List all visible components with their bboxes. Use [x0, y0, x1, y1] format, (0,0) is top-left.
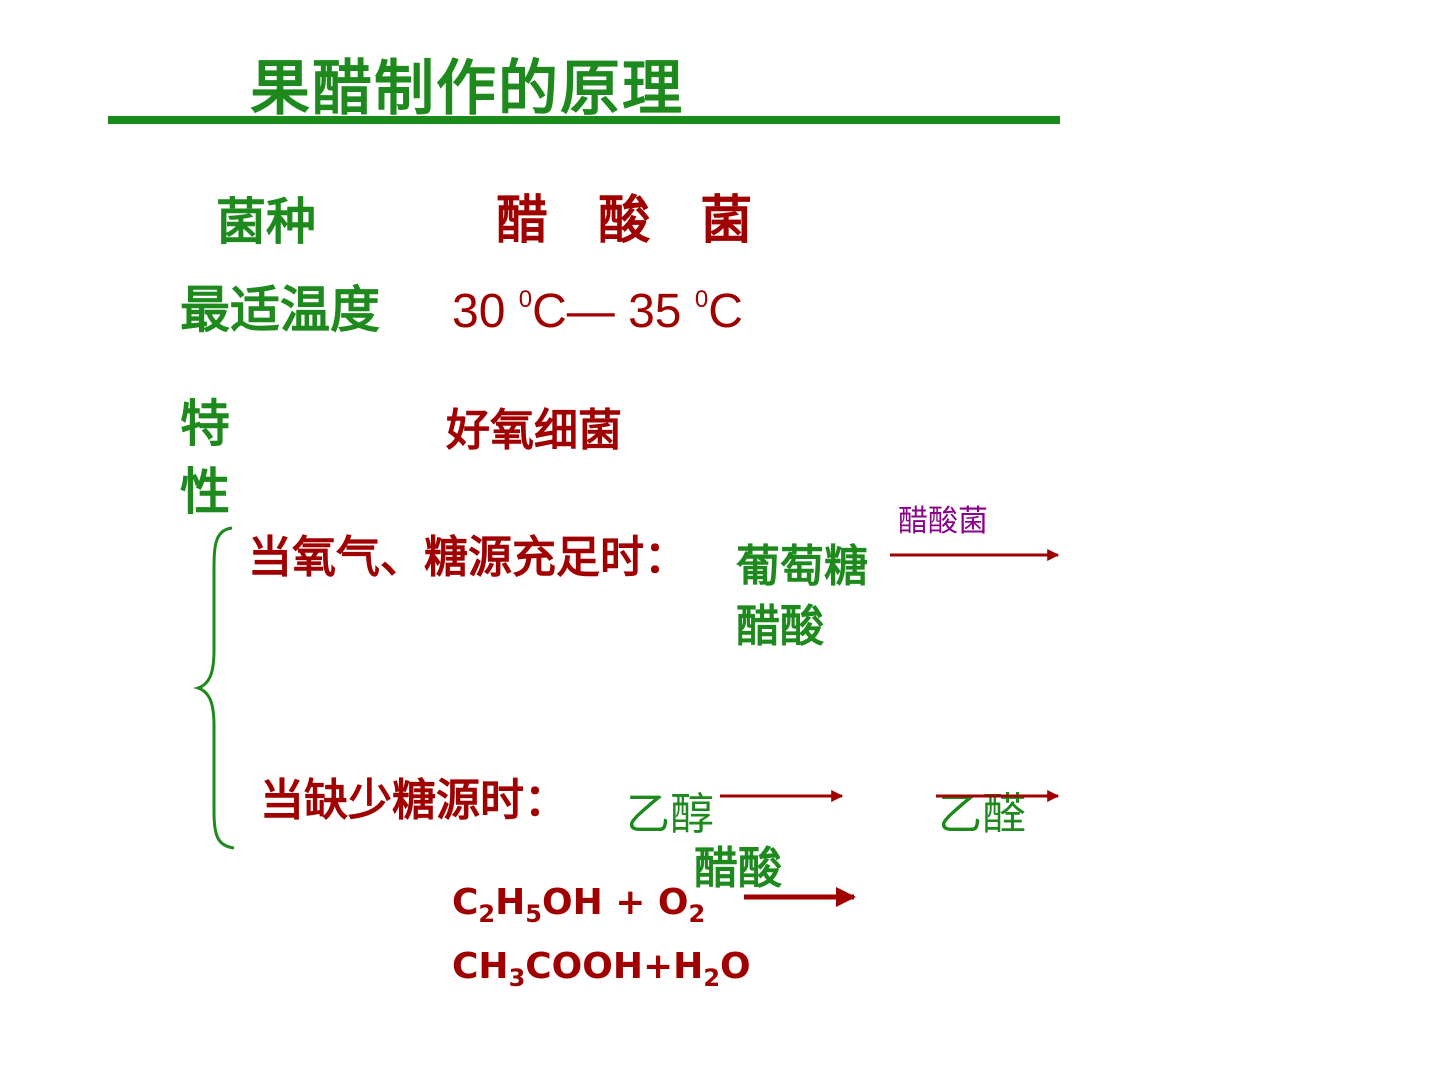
- feature-value: 好氧细菌: [446, 405, 622, 456]
- eq-rhs-t0: CH: [452, 946, 509, 987]
- temp-high: 35: [628, 285, 695, 338]
- reactant-ethanol: 乙醇: [626, 789, 714, 840]
- eq-lhs-s3: 5: [525, 900, 542, 928]
- condition-lacking-sugar: 当缺少糖源时：: [260, 775, 568, 826]
- eq-rhs-s3: 2: [703, 964, 721, 992]
- product-acetic-acid-1: 醋酸: [736, 601, 824, 652]
- eq-lhs-s1: 2: [478, 900, 496, 928]
- eq-lhs-t4: OH + O: [541, 882, 689, 923]
- temperature-value: 30 0C— 35 0C: [452, 284, 743, 339]
- eq-lhs-t2: H: [495, 882, 526, 923]
- curly-brace: [193, 526, 235, 850]
- page-title: 果醋制作的原理: [250, 54, 684, 124]
- equation-lhs: C2H5OH + O2: [452, 882, 705, 928]
- reactant-glucose: 葡萄糖: [736, 541, 868, 592]
- strain-label: 菌种: [216, 193, 316, 251]
- temp-dash: —: [566, 285, 629, 338]
- equation-rhs: CH3COOH+H2O: [452, 946, 751, 992]
- eq-lhs-t0: C: [452, 882, 479, 923]
- eq-rhs-s1: 3: [508, 964, 526, 992]
- eq-rhs-t2: COOH+H: [525, 946, 704, 987]
- temp-high-unit: C: [708, 285, 743, 338]
- temp-low-degree: 0: [518, 286, 533, 313]
- temp-low-unit: C: [532, 285, 567, 338]
- strain-value: 醋 酸 菌: [496, 191, 769, 251]
- eq-rhs-t4: O: [720, 946, 751, 987]
- temp-low: 30: [452, 285, 519, 338]
- eq-lhs-s5: 2: [688, 900, 706, 928]
- temperature-label: 最适温度: [180, 281, 380, 339]
- title-underline: [108, 116, 1060, 124]
- enzyme-label: 醋酸菌: [898, 504, 988, 539]
- product-acetic-acid-2: 醋酸: [694, 843, 782, 894]
- temp-high-degree: 0: [694, 286, 709, 313]
- feature-label: 特性: [180, 395, 230, 521]
- condition-sufficient: 当氧气、糖源充足时：: [248, 532, 688, 583]
